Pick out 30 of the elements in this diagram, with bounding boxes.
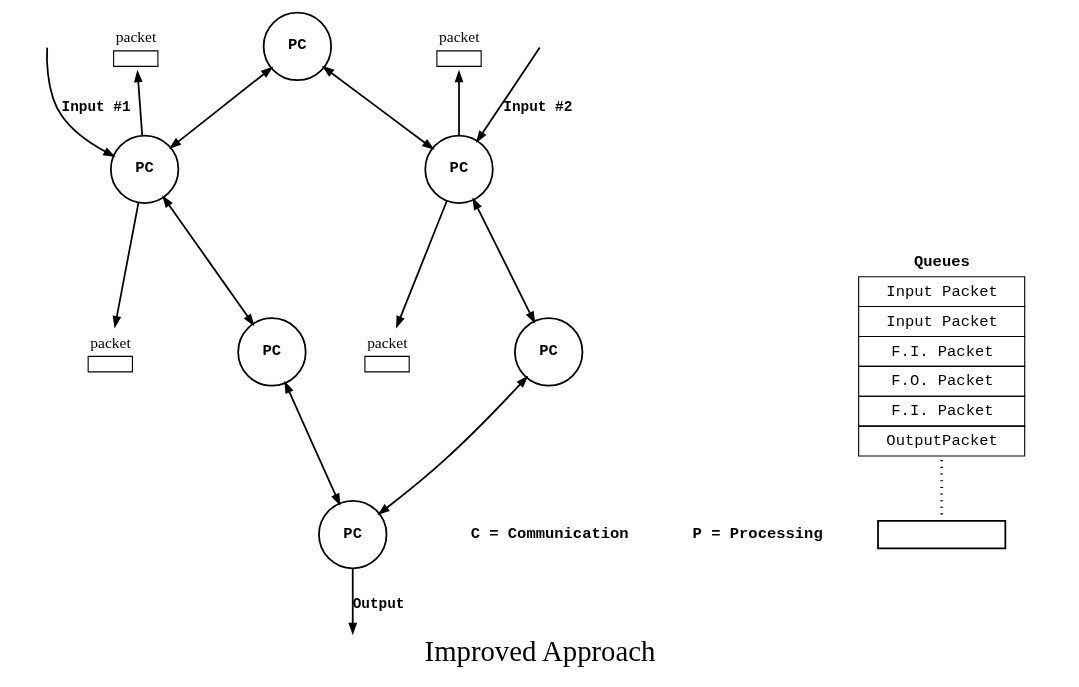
node-box <box>435 50 482 67</box>
label: P = Processing <box>692 524 823 543</box>
diagram-title: Improved Approach <box>424 634 655 667</box>
arrow <box>112 201 139 329</box>
edge-label: Input #2 <box>502 98 572 115</box>
node-label: packet <box>438 28 479 46</box>
node-circle: PC <box>236 317 307 387</box>
arrow <box>161 195 254 327</box>
arrow <box>321 65 434 150</box>
node-circle: PC <box>317 499 387 570</box>
arrow <box>376 375 528 516</box>
arrow <box>395 200 448 329</box>
arrow <box>168 66 273 149</box>
arrow <box>133 69 143 137</box>
arrow <box>347 567 357 636</box>
arrow <box>45 46 116 157</box>
node-label: packet <box>366 333 408 351</box>
arrow <box>283 380 340 506</box>
label: C = Communication <box>470 524 629 543</box>
node-label: packet <box>89 333 131 351</box>
node-box <box>876 519 1006 550</box>
node-label: packet <box>115 28 156 46</box>
node-label: Queues <box>913 252 970 271</box>
arrow <box>454 69 463 137</box>
node-box <box>112 50 158 67</box>
arrow <box>475 46 541 143</box>
node-box <box>363 355 410 373</box>
node-box <box>87 355 133 373</box>
edge-label: Input #1 <box>61 98 131 115</box>
arrow <box>471 197 535 324</box>
